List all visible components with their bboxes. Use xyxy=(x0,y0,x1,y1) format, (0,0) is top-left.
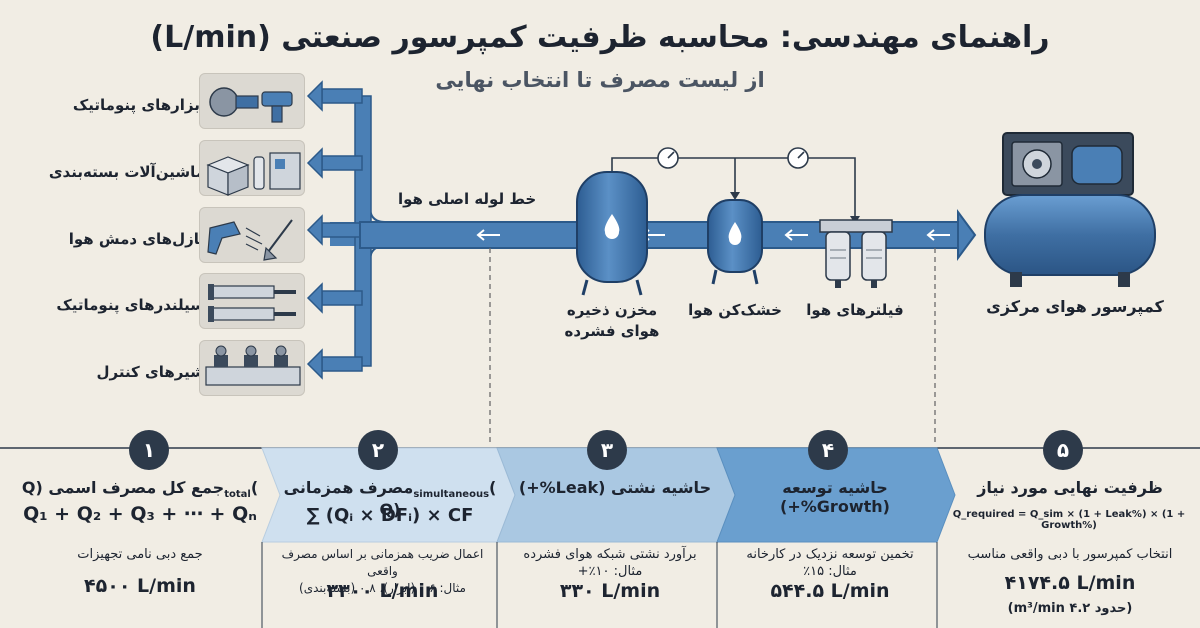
bypass-line xyxy=(611,157,856,222)
step-4-value: ۵۴۴.۵ L/min xyxy=(770,580,890,602)
packaging-machine-icon xyxy=(199,140,305,196)
step-1-value: ۴۵۰۰ L/min xyxy=(84,575,196,597)
control-valve-icon xyxy=(199,340,305,396)
step-1-formula: Q₁ + Q₂ + Q₃ + ⋯ + Qₙ xyxy=(23,503,257,525)
air-compressor-icon xyxy=(984,132,1156,287)
compressor-label: کمپرسور هوای مرکزی xyxy=(986,297,1164,316)
air-receiver-tank-icon xyxy=(576,171,648,296)
step-1-title: )totalجمع کل مصرف اسمی (Q xyxy=(21,478,259,501)
air-filters-icon xyxy=(819,219,893,288)
step-5-value: ۴۱۷۴.۵ L/min xyxy=(1004,572,1136,594)
source-label-packaging: ماشین‌آلات بسته‌بندی xyxy=(48,163,205,181)
step-5-desc: انتخاب کمپرسور با دبی واقعی مناسب xyxy=(967,547,1173,562)
source-label-cylinders: سیلندرهای پنوماتیک xyxy=(56,296,205,314)
step-5-formula: Q_required = Q_sim × (1 + Leak%) × (1 + … xyxy=(952,509,1186,531)
air-blow-nozzle-icon xyxy=(199,207,305,263)
page-title: راهنمای مهندسی: محاسبه ظرفیت کمپرسور صنع… xyxy=(150,20,1050,55)
step-number-5: ۵ xyxy=(1043,430,1083,470)
step-number-1: ۱ xyxy=(129,430,169,470)
step-5-value-m3: (حدود ۴.۲ m³/min) xyxy=(1007,601,1133,616)
step-1-desc: جمع دبی نامی تجهیزات xyxy=(77,547,203,562)
step-2-desc: اعمال ضریب همزمانی بر اساس مصرف واقعی مث… xyxy=(281,547,484,595)
step-number-3: ۳ xyxy=(587,430,627,470)
source-label-nozzles: نازل‌های دمش هوا xyxy=(68,230,205,248)
pneumatic-cylinder-icon xyxy=(199,273,305,329)
step-3-desc: برآورد نشتی شبکه هوای فشرده مثال: ۱۰٪+ xyxy=(523,547,697,579)
source-label-valves: شیرهای کنترل xyxy=(96,363,205,381)
source-label-pneumatic-tools: ابزارهای پنوماتیک xyxy=(72,96,205,114)
step-2-value: ۳۳۰۰ L/min xyxy=(326,580,439,602)
step-4-desc: تخمین توسعه نزدیک در کارخانه مثال: ۱۵٪ xyxy=(746,547,914,579)
step-2-formula: ∑ (Qᵢ × DFᵢ) × CF xyxy=(306,505,474,526)
step-5-title: ظرفیت نهایی مورد نیاز xyxy=(977,478,1163,497)
pressure-gauge-icon xyxy=(787,147,809,169)
angle-grinder-drill-icon xyxy=(199,73,305,129)
step-3-value: ۳۳۰ L/min xyxy=(559,580,661,602)
step-number-2: ۲ xyxy=(358,430,398,470)
step-number-4: ۴ xyxy=(808,430,848,470)
step-3-title: حاشیه نشتی (Leak%+) xyxy=(518,478,712,497)
step-4-title: حاشیه توسعه (Growth%+) xyxy=(780,478,890,516)
page-subtitle: از لیست مصرف تا انتخاب نهایی xyxy=(435,68,765,92)
filters-label: فیلترهای هوا xyxy=(806,301,904,319)
main-pipe-label: خط لوله اصلی هوا xyxy=(398,190,537,208)
receiver-label: مخزن ذخیره هوای فشرده xyxy=(564,301,660,340)
section-dividers xyxy=(489,248,936,445)
step-band xyxy=(0,447,1200,628)
air-dryer-icon xyxy=(707,199,763,285)
step-2-title: )simultaneousمصرف همزمانی (Q xyxy=(283,478,497,520)
dryer-label: خشک‌کن هوا xyxy=(688,301,782,319)
pressure-gauge-icon xyxy=(657,147,679,169)
